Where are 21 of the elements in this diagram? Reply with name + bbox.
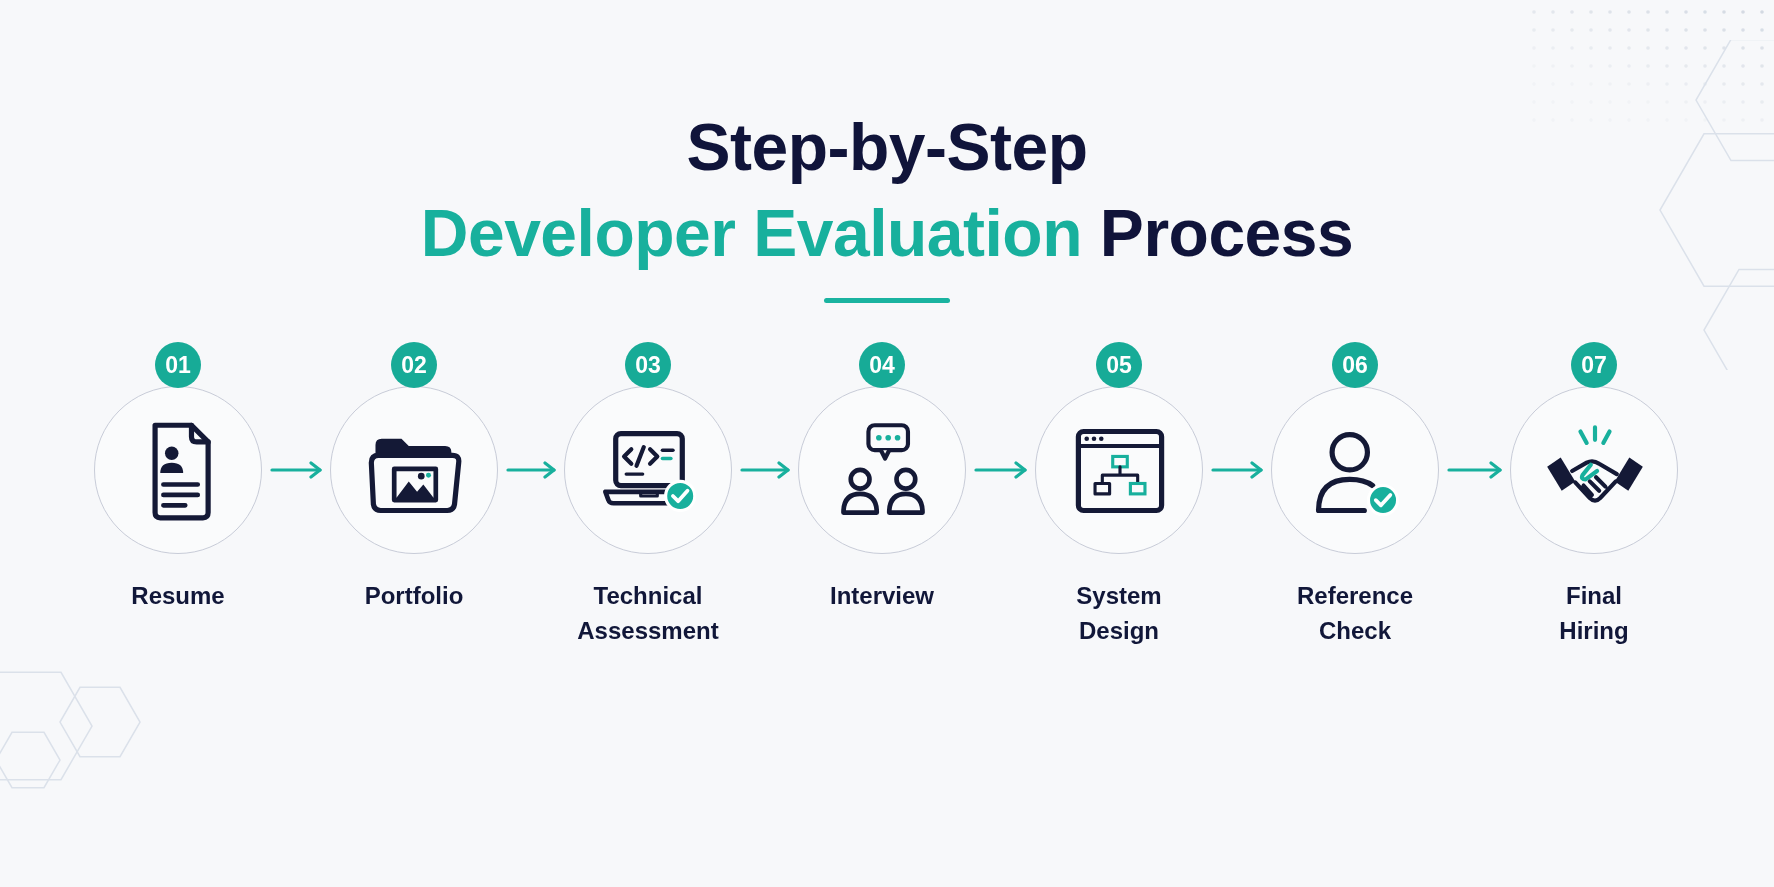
step-label: System Design [1075,581,1163,646]
step-label: Technical Assessment [576,581,720,646]
arrow [974,461,1027,479]
step-number-badge: 05 [1096,342,1142,388]
step-number-badge: 01 [155,342,201,388]
step-label: Reference Check [1295,581,1415,646]
title: Step-by-Step Developer Evaluation Process [419,109,1355,272]
arrow [1211,461,1263,479]
step-label: Interview [830,581,934,611]
step-label: Portfolio [364,581,464,611]
step-number-badge: 02 [391,342,437,388]
step-label: Final Hiring [1558,581,1630,646]
step-label: Resume [131,581,225,611]
step-number-badge: 07 [1571,342,1617,388]
arrow [1447,461,1502,479]
arrow [740,461,790,479]
step-number-badge: 06 [1332,342,1378,388]
arrow [270,461,322,479]
step-number-badge: 03 [625,342,671,388]
arrow [506,461,556,479]
step-number-badge: 04 [859,342,905,388]
